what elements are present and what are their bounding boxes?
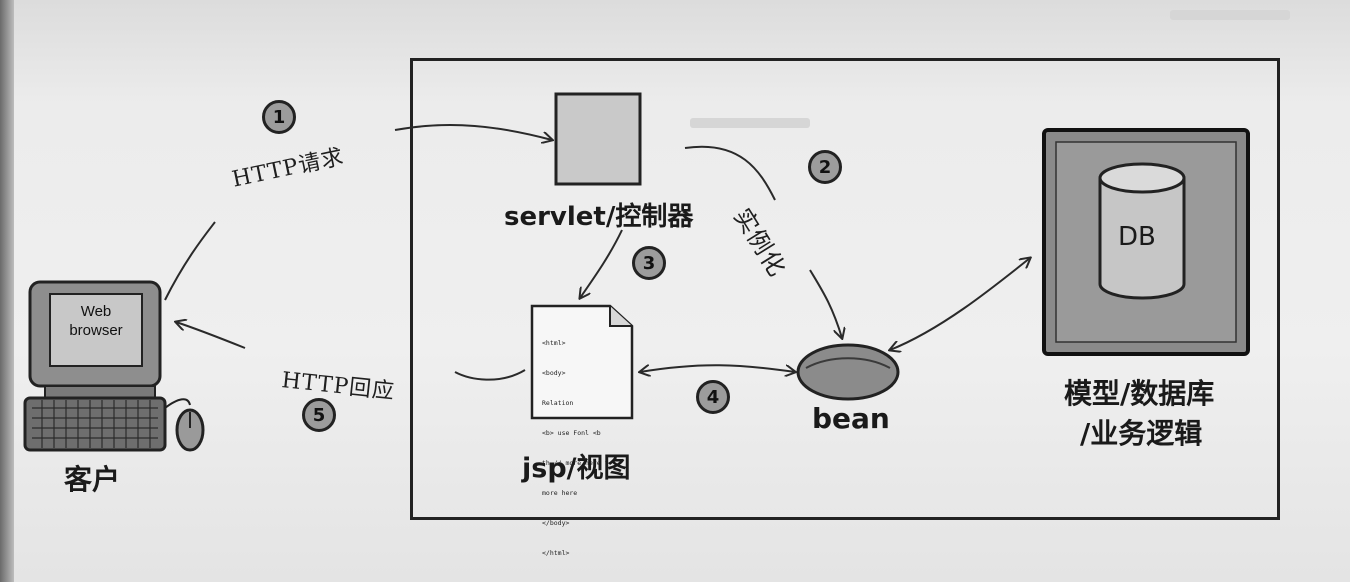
jsp-bean-arrow bbox=[640, 364, 795, 372]
step-5-marker: 5 bbox=[302, 398, 336, 432]
step-3-marker: 3 bbox=[632, 246, 666, 280]
bean-model-arrow bbox=[890, 258, 1030, 350]
step-4-marker: 4 bbox=[696, 380, 730, 414]
servlet-box-icon bbox=[554, 92, 642, 186]
doc-line: <html> bbox=[542, 339, 566, 347]
forward-arrow bbox=[580, 229, 623, 298]
instantiate-arrow bbox=[684, 145, 776, 201]
response-arrow bbox=[176, 322, 246, 349]
jsp-document-text: <html> <body> Relation <b> use Fonl <b t… bbox=[542, 318, 609, 568]
response-arrow bbox=[454, 369, 526, 381]
bleed-through-mark bbox=[690, 118, 810, 128]
step-2-marker: 2 bbox=[808, 150, 842, 184]
bean-label: bean bbox=[812, 402, 890, 435]
request-arrow bbox=[394, 124, 552, 140]
screen-line: browser bbox=[69, 322, 123, 339]
bean-icon bbox=[796, 343, 900, 401]
page-gutter-shadow bbox=[0, 0, 14, 582]
client-label: 客户 bbox=[64, 463, 121, 496]
doc-line: </body> bbox=[542, 519, 570, 527]
doc-line: more here bbox=[542, 489, 578, 497]
doc-line: <body> bbox=[542, 369, 566, 377]
instantiate-arrow bbox=[809, 269, 842, 338]
jsp-document-icon bbox=[530, 304, 634, 420]
model-label-line-2: /业务逻辑 bbox=[1080, 417, 1203, 450]
client-screen-text: Web browser bbox=[52, 302, 140, 340]
servlet-label: servlet/控制器 bbox=[504, 202, 694, 232]
step-1-marker: 1 bbox=[262, 100, 296, 134]
client-computer-icon bbox=[23, 280, 205, 452]
doc-line: Relation bbox=[542, 399, 574, 407]
database-box-icon bbox=[1042, 128, 1250, 356]
bleed-through-mark bbox=[1170, 10, 1290, 20]
jsp-label: jsp/视图 bbox=[522, 453, 631, 484]
db-label: DB bbox=[1118, 222, 1156, 252]
doc-line: </html> bbox=[542, 549, 570, 557]
server-boundary-frame bbox=[410, 58, 1280, 520]
doc-line: th // more here t bbox=[542, 459, 609, 467]
request-arrow bbox=[164, 221, 216, 301]
model-label-line-1: 模型/数据库 bbox=[1064, 377, 1215, 410]
screen-line: Web bbox=[80, 303, 112, 320]
doc-line: <b> use Fonl <b bbox=[542, 429, 601, 437]
